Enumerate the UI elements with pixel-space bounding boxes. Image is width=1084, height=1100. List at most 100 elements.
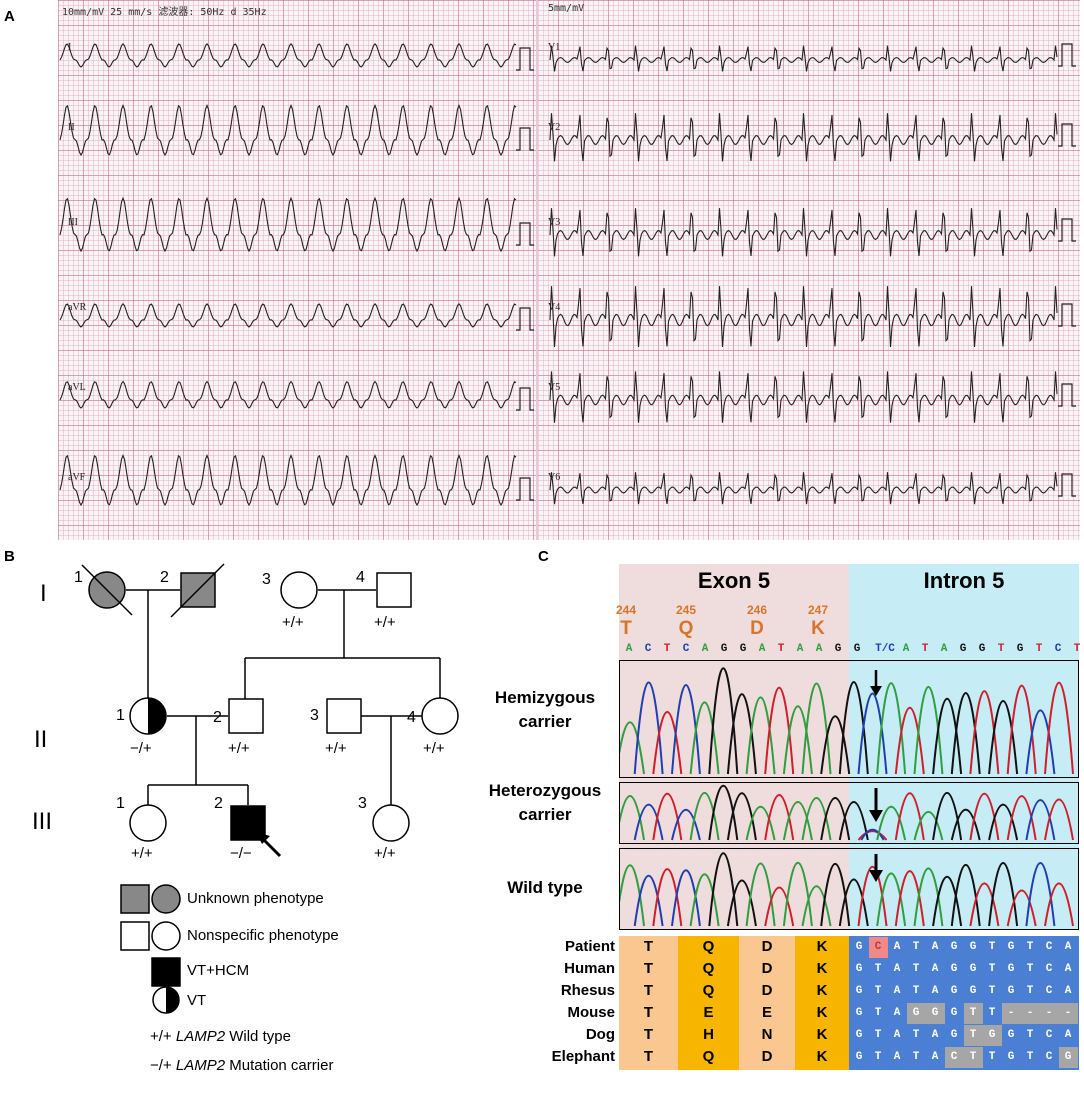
pedigree-ii1-number: 1 bbox=[116, 707, 125, 724]
ecg-trace bbox=[549, 472, 1058, 505]
pedigree-i3-number: 3 bbox=[262, 571, 271, 588]
ecg-trace bbox=[549, 208, 1058, 257]
chromatogram-peak bbox=[708, 785, 739, 841]
chromatogram-peak bbox=[652, 868, 683, 927]
ecg-strip: 10mm/mV 25 mm/s 滤波器: 50Hz d 35Hz 5mm/mV … bbox=[58, 0, 1080, 540]
ecg-trace bbox=[549, 286, 1058, 348]
alignment-nucleotide: G bbox=[855, 941, 863, 953]
chromatogram-peak bbox=[876, 872, 907, 927]
legend-wildtype-text: Wild type bbox=[229, 1028, 291, 1045]
chromatogram-peak bbox=[950, 691, 981, 775]
chromatogram-peak bbox=[615, 795, 645, 841]
nucleotide: T bbox=[1073, 643, 1081, 655]
chromatogram-peak bbox=[876, 805, 907, 841]
nucleotide: T bbox=[777, 643, 785, 655]
chromatogram-peak bbox=[633, 681, 664, 775]
chromatogram-peak bbox=[950, 808, 981, 841]
chromatogram-peak bbox=[652, 710, 683, 775]
alignment-nucleotide: G bbox=[1007, 985, 1015, 997]
legend-unknown-label: Unknown phenotype bbox=[187, 890, 324, 907]
alignment-nucleotide: C bbox=[1045, 985, 1053, 997]
legend-mutation-symbol: −/+ bbox=[150, 1057, 172, 1074]
chromatogram-peak bbox=[988, 862, 1019, 927]
alignment-nucleotide: G bbox=[950, 963, 958, 975]
alignment-mismatch bbox=[945, 1047, 964, 1068]
alignment-amino-acid: K bbox=[816, 960, 828, 977]
legend-unknown-circle bbox=[151, 884, 181, 914]
chromatogram-peak bbox=[1025, 862, 1056, 927]
nucleotide: G bbox=[959, 643, 967, 655]
codon-number-247: 247 bbox=[807, 603, 829, 617]
alignment-nucleotide: G bbox=[1007, 941, 1015, 953]
pedigree-iii1-genotype: +/+ bbox=[131, 845, 153, 862]
chromatogram-peak bbox=[932, 875, 963, 927]
nucleotide: A bbox=[796, 643, 804, 655]
alignment-mismatch bbox=[964, 1025, 983, 1046]
chromatogram-peak bbox=[764, 686, 795, 775]
alignment-nucleotide: T bbox=[874, 985, 882, 997]
codon-number-245: 245 bbox=[675, 603, 697, 617]
alignment-nucleotide: G bbox=[855, 1029, 863, 1041]
pedigree-iii3-number: 3 bbox=[358, 795, 367, 812]
arrow-down-icon bbox=[870, 670, 882, 696]
generation-label-3: III bbox=[32, 808, 53, 835]
alignment-nucleotide: C bbox=[1045, 963, 1053, 975]
calibration-pulse bbox=[1058, 383, 1076, 407]
chromatogram-peak bbox=[894, 792, 925, 841]
calibration-pulse bbox=[516, 222, 534, 246]
alignment-nucleotide: A bbox=[931, 1029, 939, 1041]
alignment-amino-acid: D bbox=[761, 938, 773, 955]
nucleotide: T bbox=[663, 643, 671, 655]
calibration-pulse bbox=[516, 307, 534, 331]
alignment-amino-acid: T bbox=[643, 1026, 654, 1043]
alignment-nucleotide: G bbox=[855, 963, 863, 975]
chromatogram-peak bbox=[1006, 795, 1037, 841]
pedigree-ii1-genotype: −/+ bbox=[130, 740, 152, 757]
alignment-nucleotide: T bbox=[988, 1007, 996, 1019]
chromatogram-peak bbox=[689, 701, 720, 775]
lead-label-v6: V6 bbox=[548, 472, 561, 483]
chromatogram-peak bbox=[838, 878, 869, 927]
lead-label-v5: V5 bbox=[548, 382, 561, 393]
alignment-nucleotide: T bbox=[874, 1051, 882, 1063]
alignment-mismatch bbox=[869, 937, 888, 958]
nucleotide: G bbox=[978, 643, 986, 655]
ecg-trace bbox=[549, 45, 1058, 72]
ecg-trace bbox=[59, 104, 517, 157]
pedigree-ii1-symbol bbox=[129, 697, 167, 735]
alignment-amino-acid: D bbox=[761, 982, 773, 999]
nucleotide: G bbox=[834, 643, 842, 655]
alignment-nucleotide: G bbox=[950, 941, 958, 953]
chromatogram-peak bbox=[671, 869, 701, 927]
chromatogram-heterozygous bbox=[615, 782, 1079, 844]
alignment-nucleotide: - bbox=[1007, 1007, 1015, 1019]
alignment-nucleotide: A bbox=[931, 941, 939, 953]
ecg-trace bbox=[549, 371, 1058, 423]
legend-wildtype-gene: LAMP2 bbox=[175, 1028, 226, 1045]
lead-label-i: I bbox=[68, 42, 72, 53]
codon-aa-247: K bbox=[811, 618, 825, 639]
alignment-amino-acid: K bbox=[816, 982, 828, 999]
chromatogram-peak bbox=[689, 873, 720, 927]
alignment-amino-acid: T bbox=[643, 1004, 654, 1021]
alignment-mismatch bbox=[983, 1025, 1002, 1046]
species-label-patient: Patient bbox=[564, 938, 615, 955]
alignment-amino-acid: Q bbox=[702, 982, 715, 999]
alignment-amino-acid: T bbox=[643, 982, 654, 999]
alignment-nucleotide: T bbox=[912, 985, 920, 997]
codon-number-244: 244 bbox=[615, 603, 637, 617]
arrow-down-icon bbox=[869, 788, 883, 822]
alignment-nucleotide: T bbox=[912, 1051, 920, 1063]
lead-label-avf: aVF bbox=[68, 472, 86, 483]
nucleotide: T bbox=[921, 643, 929, 655]
legend-nonspecific-circle bbox=[151, 921, 181, 951]
alignment-nucleotide: T bbox=[912, 963, 920, 975]
alignment-nucleotide: G bbox=[912, 1007, 920, 1019]
alignment-nucleotide: - bbox=[1026, 1007, 1034, 1019]
pedigree-ii4-genotype: +/+ bbox=[423, 740, 445, 757]
pedigree-ii4-number: 4 bbox=[407, 709, 416, 726]
ecg-trace bbox=[59, 303, 517, 328]
alignment-nucleotide: G bbox=[1007, 963, 1015, 975]
